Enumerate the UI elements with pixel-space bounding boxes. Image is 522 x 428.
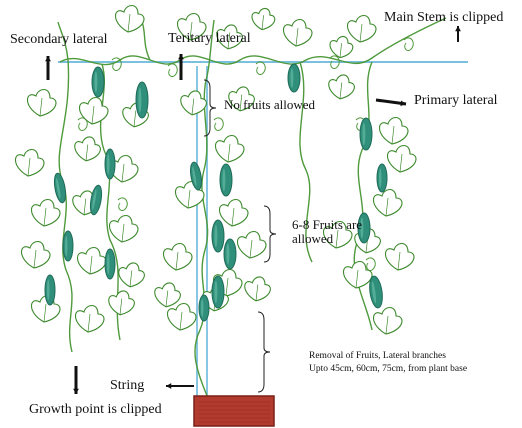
string-label: String (110, 378, 144, 393)
cucumber-highlight-17 (379, 168, 382, 188)
cucumber-highlight-8 (107, 254, 110, 275)
growth-point-label: Growth point is clipped (29, 402, 162, 417)
tendril-5 (404, 38, 413, 51)
tendril-3 (256, 62, 265, 75)
cucumber-2 (136, 82, 148, 118)
arrow-tertiary-lateral-up-head (178, 54, 184, 59)
tertiary-lateral-label: Teritary lateral (168, 31, 251, 46)
cucumber-highlight-11 (222, 169, 225, 191)
cucumber-highlight-2 (138, 87, 141, 112)
cucumber-highlight-3 (290, 68, 293, 88)
cucumber-7 (63, 231, 73, 261)
tendril-8 (214, 118, 223, 131)
removal-note-label: Removal of Fruits, Lateral branches Upto… (309, 350, 467, 376)
cucumber-1 (92, 67, 104, 97)
bracket-fruits-allowed (264, 206, 276, 262)
tendril-1 (112, 58, 121, 71)
cucumber-4 (52, 172, 67, 203)
cucumber-highlight-13 (226, 244, 229, 265)
plant-pot (194, 396, 274, 426)
cucumber-8 (105, 249, 115, 279)
main-stem-label: Main Stem is clipped (384, 10, 503, 25)
cucumber-5 (88, 184, 103, 215)
tendril-10 (366, 258, 375, 271)
cucumber-3 (288, 64, 300, 92)
cucumber-highlight-9 (47, 280, 50, 301)
bracket-removal-zone (258, 312, 270, 392)
cucumber-highlight-1 (94, 72, 97, 93)
cucumber-highlight-6 (107, 154, 110, 175)
cucumber-highlight-12 (214, 225, 217, 247)
fruits-allowed-label: 6-8 Fruits are allowed (292, 218, 362, 247)
primary-lateral-label: Primary lateral (414, 93, 498, 108)
cucumber-highlight-7 (65, 236, 68, 257)
cucumber-11 (220, 164, 232, 196)
cucumber-highlight-14 (214, 281, 217, 303)
cucumber-14 (212, 276, 224, 308)
arrow-growth-point-down-head (73, 389, 79, 394)
cucumber-9 (45, 275, 55, 305)
secondary-lateral-label: Secondary lateral (10, 32, 108, 47)
cucumber-16 (360, 118, 372, 150)
arrow-string-head (166, 383, 171, 389)
arrow-secondary-lateral-up-head (45, 56, 51, 61)
cucumber-19 (368, 275, 384, 308)
cucumber-6 (105, 149, 115, 179)
cucumber-13 (224, 239, 236, 269)
cucumber-highlight-15 (201, 299, 204, 317)
arrow-main-stem-up-head (455, 26, 461, 31)
cucumber-12 (212, 220, 224, 252)
cucumber-15 (199, 295, 209, 321)
tendril-2 (168, 64, 177, 77)
cucumber-17 (377, 164, 387, 192)
tendril-9 (118, 198, 127, 211)
no-fruits-label: No fruits allowed (224, 98, 315, 112)
cucumber-highlight-16 (362, 123, 365, 145)
